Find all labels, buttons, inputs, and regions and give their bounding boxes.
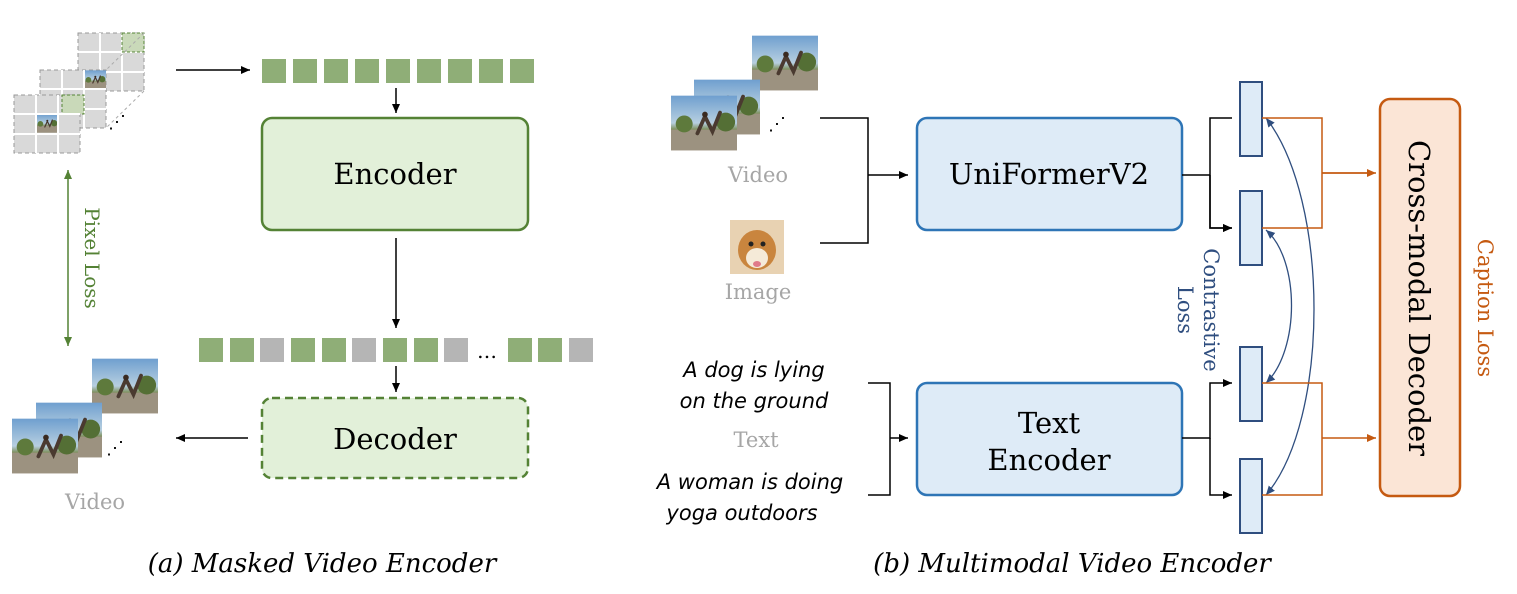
text-input-label: Text	[733, 428, 779, 452]
visible-token	[291, 338, 315, 362]
visible-token	[383, 338, 407, 362]
visible-token	[386, 59, 410, 83]
uniformerv2-label: UniFormerV2	[949, 157, 1149, 191]
image-feature-vector	[1239, 190, 1263, 266]
panel-a-masked-video-encoder: ⋰ Encoder	[12, 32, 593, 579]
text-to-decoder-connector	[1262, 382, 1323, 496]
text-encoder-block: Text Encoder	[915, 381, 1184, 497]
visible-token	[448, 59, 472, 83]
video-frame-ellipsis: ⋰	[768, 114, 786, 135]
image-input-label: Image	[725, 280, 792, 304]
masked-frame-front	[13, 94, 85, 154]
contrastive-label-line-2: Loss	[1173, 286, 1197, 334]
text-example-1-line-1: A dog is lying	[681, 358, 824, 382]
text-example-2-line-2: yoga outdoors	[665, 501, 817, 525]
contrastive-label-line-1: Contrastive	[1199, 248, 1223, 371]
token-ellipsis: …	[477, 339, 497, 363]
cross-modal-decoder-label: Cross-modal Decoder	[1402, 140, 1436, 456]
vision-feature-connector-2	[1209, 175, 1232, 232]
masked-frame-ellipsis: ⋰	[108, 112, 126, 133]
caption-a: (a) Masked Video Encoder	[148, 549, 498, 579]
text-input-connector	[868, 382, 908, 496]
visible-token	[417, 59, 441, 83]
mask-token	[569, 338, 593, 362]
mask-token	[260, 338, 284, 362]
cross-modal-decoder-block: Cross-modal Decoder	[1378, 97, 1462, 498]
caption-b: (b) Multimodal Video Encoder	[873, 549, 1272, 579]
uniformerv2-block: UniFormerV2	[915, 116, 1184, 232]
mask-token	[444, 338, 468, 362]
contrastive-arc-image-text	[1265, 229, 1293, 384]
reconstructed-video-frames: ⋰	[12, 358, 158, 474]
visible-token	[414, 338, 438, 362]
visible-token-row	[262, 59, 534, 83]
text-example-1-line-2: on the ground	[680, 389, 829, 413]
video-feature-vector	[1239, 81, 1263, 157]
visible-token	[199, 338, 223, 362]
input-video-frames: ⋰	[671, 34, 818, 152]
encoder-label: Encoder	[333, 157, 456, 191]
visible-token	[479, 59, 503, 83]
vision-input-connector	[820, 117, 908, 244]
visible-token	[510, 59, 534, 83]
mask-token	[352, 338, 376, 362]
output-video-label: Video	[64, 490, 125, 514]
masked-video-cube-stack: ⋰	[13, 32, 145, 154]
visible-token	[538, 338, 562, 362]
video-frame-ellipsis: ⋰	[106, 438, 124, 459]
caption-loss-label: Caption Loss	[1473, 239, 1497, 377]
visible-token	[293, 59, 317, 83]
full-token-row: …	[199, 338, 593, 363]
decoder-block: Decoder	[260, 396, 530, 480]
text-feature-vector-1	[1239, 346, 1263, 422]
contrastive-arc-video-text	[1265, 117, 1315, 496]
vision-feature-connector	[1182, 117, 1232, 228]
text-feature-connector-2	[1209, 438, 1232, 499]
text-feature-connector	[1182, 379, 1232, 439]
pixel-loss-label: Pixel Loss	[80, 207, 104, 309]
decoder-label: Decoder	[333, 422, 457, 456]
panel-b-multimodal-video-encoder: ⋰ Video Image A dog is lying on the grou…	[655, 34, 1497, 579]
text-encoder-label-line-1: Text	[1018, 406, 1081, 440]
visible-token	[322, 338, 346, 362]
text-example-2-line-1: A woman is doing	[655, 470, 843, 494]
visible-token	[355, 59, 379, 83]
text-feature-vector-2	[1239, 458, 1263, 534]
text-encoder-label-line-2: Encoder	[987, 443, 1110, 477]
encoder-block: Encoder	[260, 116, 530, 232]
video-input-label: Video	[727, 163, 788, 187]
visible-token	[508, 338, 532, 362]
text-input-examples: A dog is lying on the ground Text A woma…	[655, 358, 843, 525]
visible-token	[324, 59, 348, 83]
visible-token	[230, 338, 254, 362]
input-image-dog	[730, 220, 784, 274]
visible-token	[262, 59, 286, 83]
